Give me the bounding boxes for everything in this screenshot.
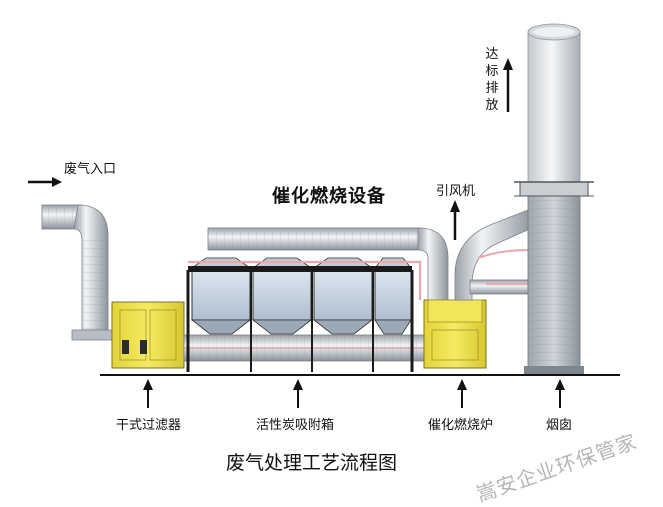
carbon-label: 活性炭吸附箱 (256, 418, 335, 433)
lower-manifold-duct (183, 334, 425, 362)
discharge-label: 达标排放 (485, 47, 499, 113)
top-collector-duct (207, 227, 449, 301)
chimney-pointer-arrow (555, 379, 565, 408)
catalytic-furnace-unit (423, 299, 487, 369)
inlet-label: 废气入口 (64, 162, 117, 177)
chimney-stack (514, 23, 594, 374)
fan-arrow (450, 200, 460, 240)
filter-label: 干式过滤器 (116, 418, 182, 433)
fan-label: 引风机 (436, 184, 476, 199)
furnace-label: 催化燃烧炉 (428, 418, 494, 433)
inlet-arrow (28, 177, 62, 187)
discharge-arrow (503, 58, 513, 112)
filter-pointer-arrow (143, 379, 153, 408)
equipment-title: 催化燃烧设备 (272, 186, 386, 207)
fan-duct (454, 209, 533, 301)
carbon-adsorption-boxes (186, 257, 422, 372)
dry-filter-unit (111, 301, 185, 369)
chimney-label: 烟囱 (546, 418, 573, 433)
furnace-pointer-arrow (457, 379, 467, 408)
diagram-title: 废气处理工艺流程图 (226, 452, 398, 474)
carbon-pointer-arrow (293, 379, 303, 408)
inlet-duct (41, 204, 119, 341)
